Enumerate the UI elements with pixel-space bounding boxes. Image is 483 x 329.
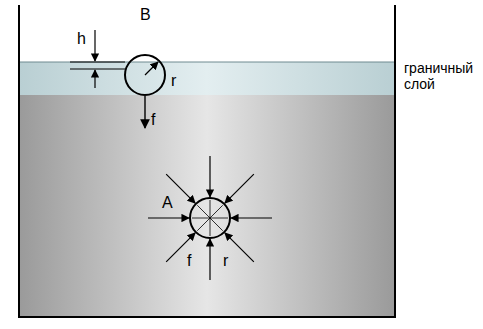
radius-line — [197, 205, 210, 218]
force-arrow — [225, 174, 254, 203]
radius-label: r — [171, 72, 176, 90]
radius-line — [210, 205, 223, 218]
radius-label: r — [223, 252, 228, 270]
radius-line — [197, 218, 210, 231]
molecule-circle — [190, 198, 230, 238]
surface-line — [19, 62, 395, 63]
molecule-a — [148, 156, 272, 280]
dimension-line — [70, 69, 125, 70]
force-arrow — [148, 217, 189, 218]
force-arrow — [231, 217, 272, 218]
vessel-wall — [19, 5, 395, 317]
force-label: f — [187, 252, 191, 270]
liquid — [19, 62, 395, 316]
dimension-arrow — [94, 30, 95, 61]
molecule-label: B — [140, 6, 151, 24]
dimension-arrow — [94, 70, 95, 88]
force-arrow — [209, 239, 210, 280]
radius-line — [210, 200, 211, 218]
radius-line — [210, 218, 211, 236]
dimension-label: h — [77, 30, 86, 48]
radius-line — [210, 218, 223, 231]
radius-line — [192, 218, 210, 219]
molecule-circle — [125, 55, 165, 95]
boundary-layer — [19, 62, 395, 95]
force-label: f — [151, 111, 155, 129]
layer-label: граничный слой — [404, 60, 480, 92]
radius-line — [210, 218, 228, 219]
radius-arrow — [145, 62, 158, 75]
force-arrow — [144, 96, 145, 128]
force-arrow — [209, 156, 210, 197]
force-arrow — [225, 233, 254, 262]
dimension-line — [70, 62, 125, 63]
molecule-label: A — [162, 194, 173, 212]
